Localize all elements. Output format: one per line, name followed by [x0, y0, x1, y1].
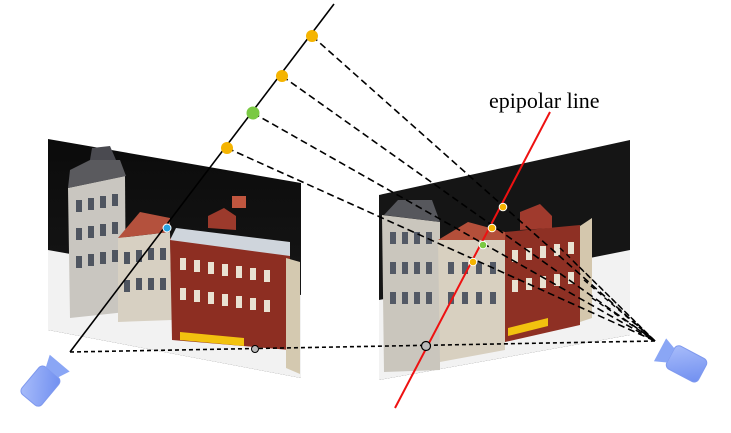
right-building-grey	[382, 215, 440, 372]
left-image-point	[162, 223, 172, 233]
left-gable	[208, 208, 236, 230]
projection-ray-4	[226, 147, 656, 342]
camera-icon-right	[653, 338, 708, 383]
right-projection-2	[487, 223, 497, 233]
left-building-brick-roof	[170, 228, 290, 256]
right-projection-true	[478, 240, 488, 250]
left-side-building	[286, 258, 300, 374]
left-building-cream	[118, 232, 172, 322]
projection-rays	[226, 35, 656, 342]
right-projection-1	[498, 202, 508, 212]
epipolar-line-label: epipolar line	[489, 88, 600, 113]
left-awning	[180, 332, 244, 346]
right-building-grey-roof	[384, 200, 440, 222]
right-epipole	[420, 340, 432, 352]
right-projection-3	[468, 257, 478, 267]
right-awning	[508, 318, 548, 336]
true-3d-point	[246, 106, 260, 120]
left-building-grey-roof	[68, 160, 126, 188]
left-building-cream-roof	[118, 212, 170, 238]
converging-rays	[559, 247, 656, 342]
candidate-point-1	[306, 30, 318, 42]
candidate-point-2	[276, 70, 288, 82]
candidate-point-3	[221, 142, 233, 154]
left-image-plane	[48, 139, 301, 378]
left-windows	[76, 194, 270, 312]
right-side-building	[580, 218, 592, 322]
projection-ray-3	[252, 112, 656, 342]
left-tower-dome	[90, 146, 116, 160]
right-building-cream	[438, 238, 505, 362]
left-epipole	[251, 345, 259, 353]
right-gable	[520, 204, 552, 230]
left-building-grey	[68, 176, 126, 318]
left-chimney	[232, 196, 246, 208]
viewing-ray-left	[69, 3, 335, 353]
right-building-cream-roof	[438, 222, 505, 240]
camera-icon-left	[20, 354, 70, 407]
